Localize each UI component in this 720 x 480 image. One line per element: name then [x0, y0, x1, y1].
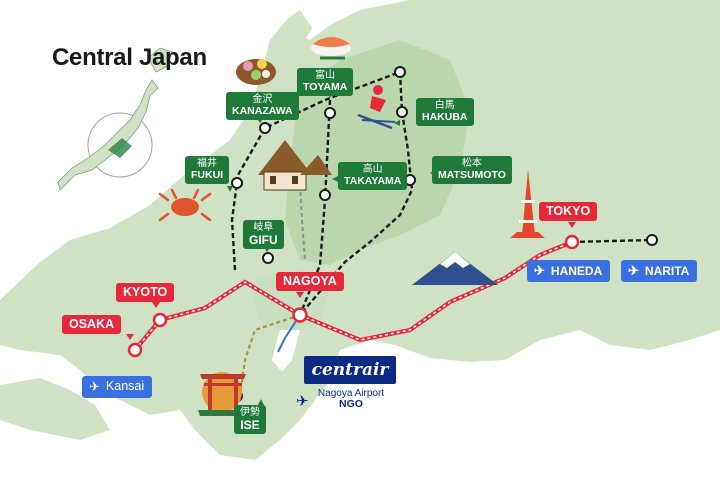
label-kanazawa-en: KANAZAWA [232, 104, 293, 117]
label-fukui[interactable]: 福井 FUKUI [185, 156, 230, 184]
label-ise-en: ISE [240, 417, 260, 432]
label-toyama-jp: 富山 [315, 70, 336, 81]
label-gifu[interactable]: 岐阜 GIFU [243, 220, 284, 250]
wagashi-icon [236, 59, 276, 85]
label-tokyo[interactable]: TOKYO [539, 202, 598, 222]
torii-gate-icon [198, 372, 248, 416]
label-kanazawa[interactable]: 金沢 KANAZAWA [226, 92, 299, 120]
shikoku-island [0, 378, 110, 440]
highland-region [285, 40, 470, 265]
nagoya-airport-name: Nagoya Airport [317, 388, 385, 399]
shinkansen-line [133, 240, 573, 352]
airplane-icon: ✈ [628, 263, 639, 278]
mount-fuji-icon [412, 252, 498, 285]
label-kanazawa-jp: 金沢 [252, 94, 273, 105]
label-matsumoto[interactable]: 松本 MATSUMOTO [432, 156, 512, 184]
tokyo-tower-icon [510, 170, 545, 238]
label-kansai-text: Kansai [105, 379, 145, 394]
label-toyama[interactable]: 富山 TOYAMA [297, 68, 354, 96]
nagoya-airport-code: NGO [339, 398, 363, 410]
label-takayama-jp: 高山 [362, 164, 383, 175]
airplane-icon: ✈ [296, 393, 309, 410]
label-kyoto[interactable]: KYOTO [116, 283, 175, 303]
label-matsumoto-jp: 松本 [461, 158, 482, 169]
centrair-access-line [277, 314, 301, 353]
label-ise-jp: 伊勢 [240, 407, 260, 418]
centrair-logo[interactable]: centrair [304, 356, 396, 384]
label-takayama-en: TAKAYAMA [344, 174, 402, 187]
label-gifu-jp: 岐阜 [253, 222, 274, 233]
nagoya-airport-label[interactable]: Nagoya Airport NGO [296, 388, 406, 411]
map-title: Central Japan [52, 44, 207, 71]
label-matsumoto-en: MATSUMOTO [438, 168, 506, 181]
narita-line [571, 238, 653, 244]
label-hakuba[interactable]: 白馬 HAKUBA [416, 98, 474, 126]
label-toyama-en: TOYAMA [303, 80, 348, 93]
noto-peninsula [262, 10, 312, 75]
label-nagoya[interactable]: NAGOYA [276, 272, 344, 292]
sushi-icon [311, 37, 351, 60]
ise-bay [272, 330, 300, 372]
major-label-pointers [126, 222, 576, 340]
label-ise[interactable]: 伊勢 ISE [234, 405, 266, 435]
label-haneda[interactable]: ✈ HANEDA [527, 260, 611, 282]
label-haneda-text: HANEDA [550, 263, 603, 278]
label-narita-text: NARITA [644, 263, 690, 278]
ise-line [238, 313, 301, 396]
label-hakuba-en: HAKUBA [422, 110, 468, 123]
label-fukui-jp: 福井 [197, 158, 218, 169]
label-kansai[interactable]: ✈ Kansai [82, 376, 153, 398]
crab-icon [158, 188, 212, 222]
japan-inset-map [57, 47, 173, 191]
skier-icon [357, 85, 396, 130]
gifu-branch-line [299, 184, 306, 261]
label-narita[interactable]: ✈ NARITA [621, 260, 698, 282]
label-fukui-en: FUKUI [191, 168, 224, 181]
label-gifu-en: GIFU [249, 232, 278, 247]
gassho-house-icon [258, 140, 332, 191]
label-takayama[interactable]: 高山 TAKAYAMA [338, 162, 408, 190]
label-hakuba-jp: 白馬 [434, 100, 455, 111]
airplane-icon: ✈ [534, 263, 545, 278]
airplane-icon: ✈ [89, 379, 100, 394]
major-station-nodes [127, 234, 580, 358]
label-osaka[interactable]: OSAKA [62, 315, 122, 335]
